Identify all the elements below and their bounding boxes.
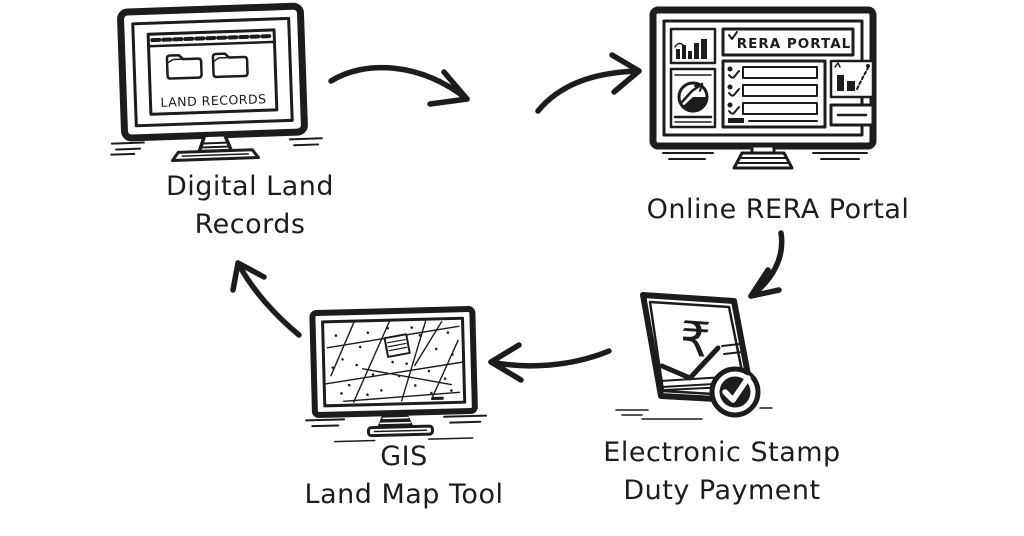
ground-strokes — [812, 152, 868, 160]
folder-icon — [165, 53, 203, 80]
folder-icon — [211, 52, 249, 79]
label-digital-land-records: Digital Land Records — [100, 168, 400, 244]
arrow-records-to-portal-2 — [535, 68, 642, 114]
ground-strokes — [110, 141, 145, 156]
ground-strokes — [641, 407, 773, 420]
arrow-stamp-to-gis — [488, 348, 612, 369]
desktop-monitor-folders-icon: LAND RECORDS — [110, 2, 323, 163]
ground-strokes — [288, 137, 323, 147]
verified-badge-icon — [709, 366, 761, 418]
label-line: Online RERA Portal — [646, 194, 910, 225]
label-online-rera-portal: Online RERA Portal — [617, 191, 939, 229]
check-icon — [728, 31, 738, 40]
check-stroke — [659, 345, 721, 381]
label-line: Electronic Stamp — [603, 437, 841, 468]
window-titlebar-scribble — [150, 34, 273, 43]
tablet-rupee-check-icon: ₹ — [615, 292, 773, 420]
ground-strokes — [662, 152, 714, 160]
ground-strokes — [443, 414, 488, 424]
label-line: Records — [194, 208, 306, 240]
stats-chart-icon — [829, 59, 875, 99]
arrow-gis-to-records — [235, 260, 302, 338]
label-line: Duty Payment — [623, 474, 821, 506]
parcel-map — [325, 320, 463, 403]
label-line: Land Map Tool — [304, 478, 504, 510]
label-gis-land-map-tool: GIS Land Map Tool — [254, 438, 554, 514]
ground-strokes — [305, 418, 346, 428]
desktop-monitor-map-icon — [305, 306, 488, 443]
pie-chart-icon — [669, 67, 717, 129]
ground-strokes — [615, 409, 649, 416]
label-electronic-stamp-duty: Electronic Stamp Duty Payment — [572, 434, 872, 510]
folder-window-label: LAND RECORDS — [160, 91, 267, 110]
label-line: GIS — [380, 441, 428, 472]
ground-strokes — [333, 437, 474, 443]
desktop-monitor-dashboard-icon: RERA PORTAL — [649, 6, 877, 170]
label-line: Digital Land — [166, 171, 334, 202]
checklist-panel — [721, 59, 827, 129]
highlighted-parcel — [383, 333, 411, 358]
arrow-records-to-portal — [328, 64, 470, 102]
portal-title: RERA PORTAL — [737, 36, 852, 52]
bar-chart-icon — [669, 27, 717, 65]
portal-header: RERA PORTAL — [721, 27, 855, 57]
portal-button — [829, 103, 875, 127]
